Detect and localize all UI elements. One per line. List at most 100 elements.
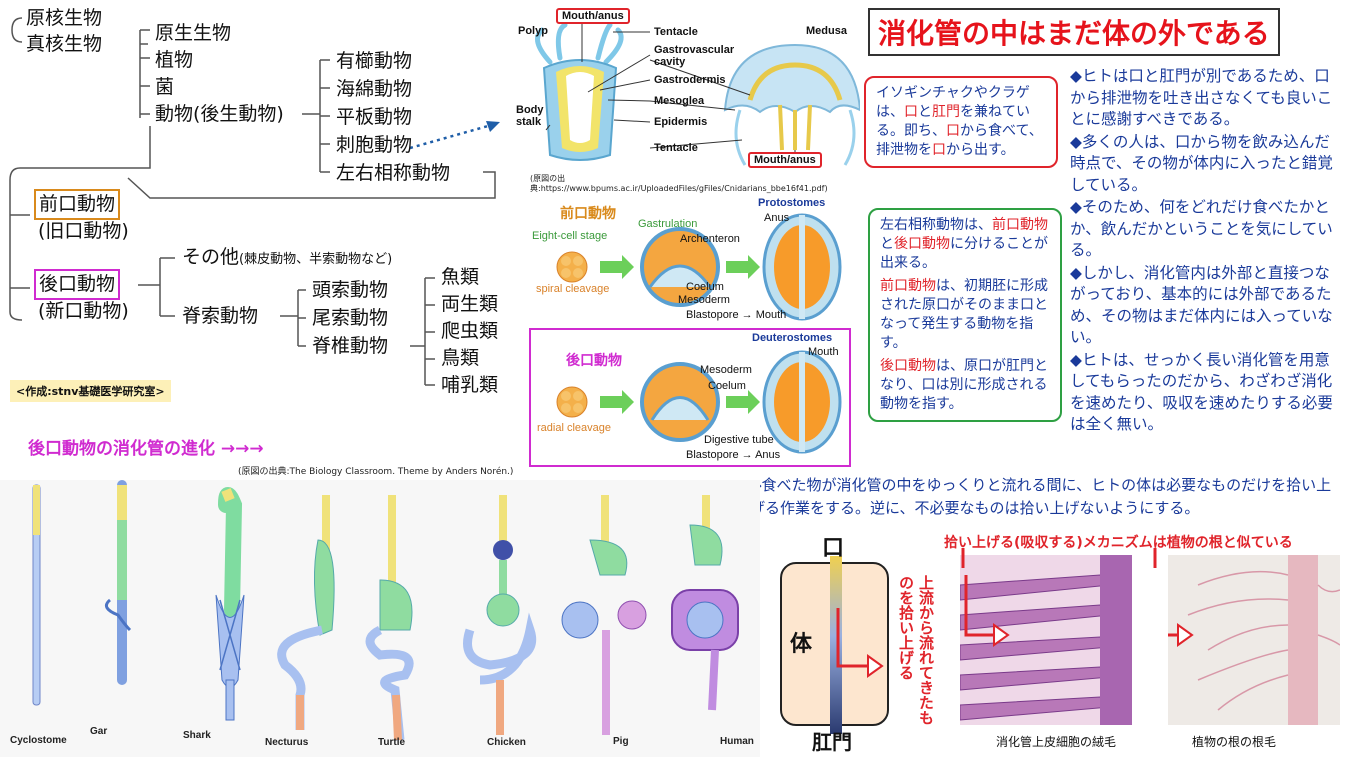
evolution-animal-label: Chicken [487, 737, 526, 748]
chordata-group: 頭索動物 [312, 279, 389, 301]
proto-title: Protostomes [758, 197, 826, 209]
mouth-label: 口 [822, 536, 845, 561]
medusa-label: Medusa [806, 25, 847, 37]
proto-spiral: spiral cleavage [536, 283, 610, 295]
proto-gastr: Gastrulation [638, 218, 698, 230]
eukaryote-group: 植物 [155, 49, 194, 71]
deuterostome-box [529, 328, 851, 467]
body-stalk-label: Body stalk [516, 104, 544, 128]
deut-label: Digestive tube [704, 434, 774, 446]
vertebrate-group: 爬虫類 [441, 320, 499, 342]
deut-title: Deuterostomes [752, 332, 833, 344]
connector-lines [961, 548, 1157, 568]
greenbox-p1: 左右相称動物は、前口動物と後口動物に分けることが出来る。 [880, 217, 1048, 271]
cnidarian-diagram [535, 22, 860, 166]
bullet-item: ◆ヒトは、せっかく長い消化管を用意してもらったのだから、わざわざ消化を速めたり、… [1070, 350, 1333, 434]
cnidarian-note-box: イソギンチャクやクラゲ は、口と肛門を兼ねてい る。即ち、口から食べて、 排泄物… [864, 76, 1058, 168]
pickup-vertical-text: 上流から流れてきたものを拾い上げる [897, 575, 935, 725]
root-hair-image [1168, 555, 1340, 725]
evolution-animal-label: Pig [613, 736, 629, 747]
protostome-diagram [556, 213, 842, 321]
chordata-group: 脊椎動物 [312, 335, 389, 357]
vertebrate-group: 両生類 [441, 293, 499, 315]
protostome-alt: (旧口動物) [38, 220, 129, 242]
vertebrate-group: 哺乳類 [441, 374, 499, 396]
deuterostome-diagram [556, 350, 842, 454]
proto-eight: Eight-cell stage [532, 230, 608, 242]
greenbox-p2: 前口動物は、初期胚に形成された原口がそのまま口となって発生する動物を指す。 [880, 278, 1048, 351]
prokaryote-label: 原核生物 [26, 7, 103, 29]
greenbox-p3: 後口動物は、原口が肛門となり、口は別に形成される動物を指す。 [880, 358, 1048, 412]
eukaryote-label: 真核生物 [26, 33, 103, 55]
cnidarian-label: Gastrodermis [654, 74, 726, 86]
tree-lines [9, 17, 500, 386]
villi-caption: 消化管上皮細胞の絨毛 [996, 735, 1117, 749]
evolution-animal-label: Shark [183, 730, 211, 741]
animal-group: 平板動物 [336, 106, 413, 128]
eukaryote-group: 菌 [155, 76, 175, 98]
anus-label: 肛門 [812, 730, 852, 754]
cnidarian-label: Gastrovascular cavity [654, 44, 735, 68]
cnidarian-label: Tentacle [654, 26, 698, 38]
cnidarian-label: Tentacle [654, 142, 698, 154]
evolution-animal-label: Cyclostome [10, 735, 67, 746]
eukaryote-group: 動物(後生動物) [155, 103, 284, 125]
body-label: 体 [790, 632, 813, 657]
mouth-anus-label: Mouth/anus [748, 152, 822, 168]
animal-group: 左右相称動物 [336, 162, 451, 184]
proto-label: Archenteron [680, 233, 740, 245]
evolution-animal-label: Turtle [378, 737, 406, 748]
mouth-anus-label: Mouth/anus [556, 8, 630, 24]
bullet-item: ◆そのため、何をどれだけ食べたかとか、飲んだかということを気にしている。 [1070, 198, 1333, 259]
animal-group: 有櫛動物 [336, 50, 413, 72]
evolution-animal-label: Gar [90, 726, 108, 737]
gut-tube-diagram [830, 556, 884, 734]
deut-radial: radial cleavage [537, 422, 611, 434]
villi-image [960, 555, 1132, 725]
digestive-evolution-diagram [0, 480, 760, 757]
page-title: 消化管の中はまだ体の外である [868, 8, 1280, 56]
redbox-line: は、口と肛門を兼ねてい [876, 104, 1030, 120]
deuterostome-alt: (新口動物) [38, 300, 129, 322]
vertebrate-group: 魚類 [441, 266, 480, 288]
proto-label: Mesoderm [678, 294, 730, 306]
absorption-heading: 拾い上げる(吸収する)メカニズムは植物の根と似ている [944, 535, 1293, 551]
cnidarian-label: Epidermis [654, 116, 708, 128]
proto-jp-label: 前口動物 [560, 206, 616, 222]
chordata-label: 脊索動物 [182, 305, 259, 327]
bullet-item: ◆多くの人は、口から物を飲み込んだ時点で、その物が体内に入ったと錯覚している。 [1070, 132, 1333, 194]
evolution-animal-label: Human [720, 736, 754, 747]
credit-label: <作成:stnv基礎医学研究室> [10, 380, 171, 402]
animal-group: 海綿動物 [336, 78, 413, 100]
roots-caption: 植物の根の根毛 [1192, 735, 1277, 749]
redbox-line: る。即ち、口から食べて、 [876, 123, 1043, 139]
redbox-line: 排泄物を口から出す。 [876, 142, 1015, 158]
evolution-animal-label: Necturus [265, 737, 309, 748]
eukaryote-group: 原生生物 [155, 22, 232, 44]
polyp-label: Polyp [518, 25, 548, 37]
bullet-item: ◆しかし、消化管内は外部と直接つながっており、基本的には外部であるため、その物は… [1070, 263, 1333, 347]
deut-label: Mesoderm [700, 364, 752, 376]
chordata-group: 尾索動物 [312, 307, 389, 329]
bullet-item: ◆ヒトは口と肛門が別であるため、口から排泄物を吐き出さなくても良いことに感謝すべ… [1070, 67, 1333, 128]
deuterostome-label: 後口動物 [34, 269, 121, 300]
deut-label: Blastopore → Anus [686, 449, 781, 461]
deut-label: Coelum [708, 380, 746, 392]
classification-tree: 原核生物 真核生物 原生生物 植物 菌 動物(後生動物) 有櫛動物 海綿動物 平… [0, 0, 520, 420]
cnidarian-source: (原図の出典:https://www.bpums.ac.ir/UploadedF… [530, 174, 828, 193]
redbox-line: イソギンチャクやクラゲ [876, 85, 1030, 101]
bottom-text: ◆食べた物が消化管の中をゆっくりと流れる間に、ヒトの体は必要なものだけを拾い上げ… [750, 476, 1332, 517]
deut-other: その他(棘皮動物、半索動物など) [182, 246, 393, 268]
evolution-source: (原図の出典:The Biology Classroom. Theme by A… [238, 467, 514, 477]
evolution-heading: 後口動物の消化管の進化 →→→ [28, 439, 264, 459]
proto-label: Blastopore → Mouth [686, 309, 787, 321]
cnidarian-label: Mesoglea [654, 95, 705, 107]
protostome-label: 前口動物 [34, 189, 121, 220]
bilateria-note-box: 左右相称動物は、前口動物と後口動物に分けることが出来る。 前口動物は、初期胚に形… [868, 208, 1062, 422]
proto-label: Coelum [686, 281, 724, 293]
proto-label: Anus [764, 212, 790, 224]
animal-group: 刺胞動物 [336, 134, 413, 156]
deut-jp-label: 後口動物 [566, 353, 622, 369]
vertebrate-group: 鳥類 [441, 347, 480, 369]
bullet-list: ◆ヒトは口と肛門が別であるため、口から排泄物を吐き出さなくても良いことに感謝すべ… [1070, 66, 1340, 437]
